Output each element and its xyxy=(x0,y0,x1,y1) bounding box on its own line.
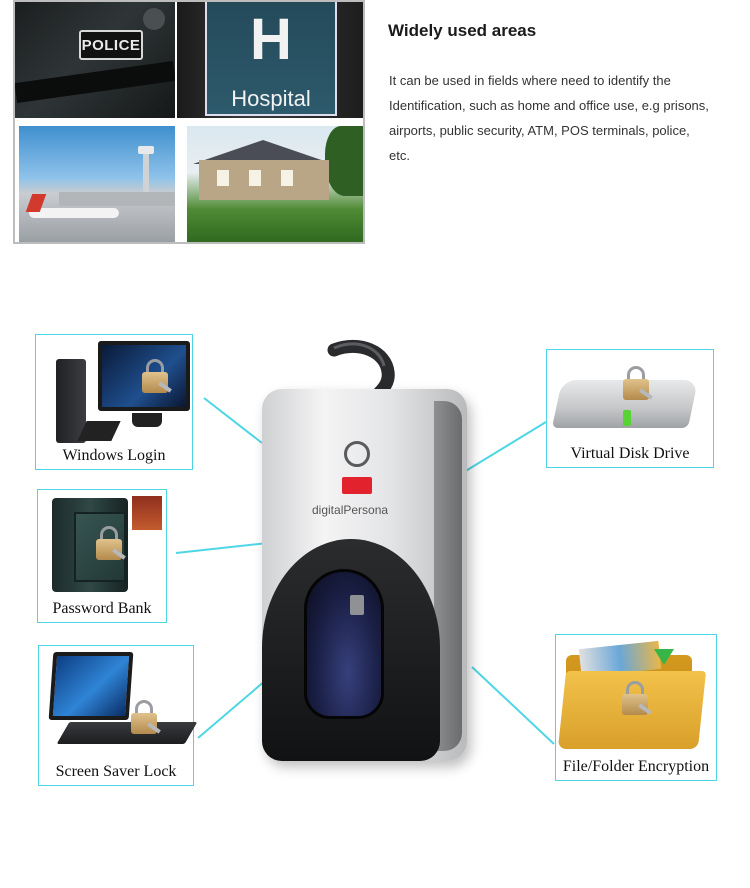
feature-label: Virtual Disk Drive xyxy=(570,445,690,462)
feature-card-screen-saver-lock: Screen Saver Lock xyxy=(38,645,198,786)
fingerprint-scanner-icon: digitalPersona xyxy=(262,389,467,761)
laptop-base xyxy=(56,722,198,744)
application-photo-collage: POLICE H Hospital xyxy=(13,0,365,244)
police-patch-text: POLICE xyxy=(81,37,141,54)
feature-card-file-folder-encryption: File/Folder Encryption xyxy=(555,634,717,781)
airplane xyxy=(29,208,119,218)
police-photo: POLICE xyxy=(15,2,175,118)
hospital-sign: H Hospital xyxy=(205,2,337,116)
police-patch: POLICE xyxy=(79,30,143,60)
scanner-sensor-window xyxy=(304,569,384,719)
feature-card-windows-login: Windows Login xyxy=(35,334,193,470)
feature-label: Password Bank xyxy=(52,600,152,617)
airport-photo xyxy=(19,126,175,242)
house-window xyxy=(281,170,293,186)
feature-label: File/Folder Encryption xyxy=(562,758,710,775)
scanner-brand: digitalPersona xyxy=(312,503,389,517)
scanner-red-led xyxy=(342,477,372,494)
airport-terminal xyxy=(59,192,175,206)
feature-card-virtual-disk-drive: Virtual Disk Drive xyxy=(546,349,714,468)
folder-arrow-icon xyxy=(654,649,674,665)
areas-title: Widely used areas xyxy=(388,21,537,40)
desktop-computer-icon xyxy=(56,359,86,443)
padlock-icon xyxy=(622,681,652,715)
control-tower xyxy=(138,146,154,200)
monitor-stand xyxy=(132,413,162,427)
scanner-status-ring xyxy=(344,441,370,467)
hospital-photo: H Hospital xyxy=(177,2,363,118)
hospital-sign-letter: H xyxy=(250,7,292,72)
hard-disk-led xyxy=(623,410,631,426)
house-photo xyxy=(187,126,363,242)
feature-card-password-bank: Password Bank xyxy=(37,489,167,623)
scanner-glare xyxy=(350,595,364,615)
house-window xyxy=(217,170,229,186)
keyboard-icon xyxy=(77,421,121,441)
hospital-sign-word: Hospital xyxy=(231,86,311,111)
padlock-icon xyxy=(623,366,653,400)
padlock-icon xyxy=(96,526,126,560)
safe-box xyxy=(132,496,162,530)
areas-description: It can be used in fields where need to i… xyxy=(389,73,709,163)
feature-label: Screen Saver Lock xyxy=(55,763,177,780)
padlock-icon xyxy=(142,359,172,393)
police-badge-icon xyxy=(143,8,165,30)
laptop-icon xyxy=(48,652,134,720)
padlock-icon xyxy=(131,700,161,734)
house-window xyxy=(249,170,261,186)
feature-label: Windows Login xyxy=(62,447,166,464)
